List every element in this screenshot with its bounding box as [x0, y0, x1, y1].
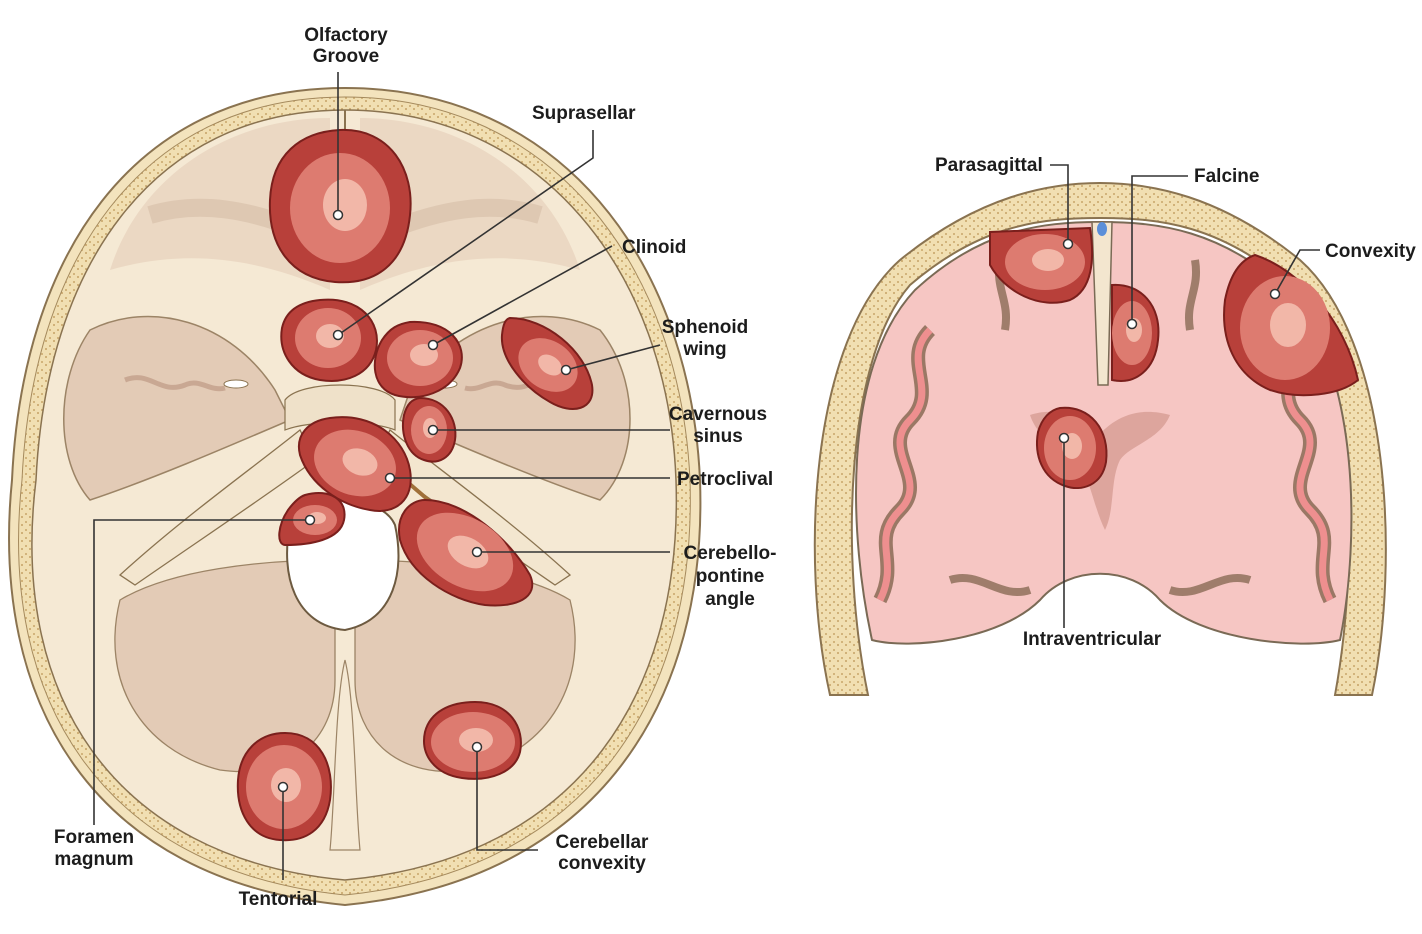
label-olfactory-groove-1: Olfactory [304, 25, 388, 46]
leader-lines-left [93, 72, 670, 880]
petrous-ridge-left [118, 428, 316, 586]
tumor-petroclival [297, 416, 412, 512]
label-cpa-2: pontine [696, 566, 765, 587]
label-tentorial: Tentorial [239, 889, 318, 910]
tumor-sphenoid-wing [500, 316, 594, 410]
leader-lines-right [1050, 164, 1320, 628]
tumor-olfactory-groove [268, 128, 412, 284]
label-convexity: Convexity [1325, 241, 1416, 262]
label-cavernous-2: sinus [693, 426, 743, 447]
label-cavernous-1: Cavernous [669, 404, 767, 425]
tumor-intraventricular [1036, 406, 1108, 490]
label-suprasellar: Suprasellar [532, 103, 636, 124]
label-cerebellar-2: convexity [558, 853, 646, 874]
label-olfactory-groove-2: Groove [313, 46, 380, 67]
label-intraventricular: Intraventricular [1023, 629, 1162, 650]
tumor-cerebellar-convexity [423, 700, 522, 780]
label-parasagittal: Parasagittal [935, 155, 1043, 176]
label-falcine: Falcine [1194, 166, 1259, 187]
falx [1091, 221, 1113, 386]
label-clinoid: Clinoid [622, 237, 686, 258]
superior-sagittal-sinus [1097, 222, 1107, 236]
leader-dots-right [1058, 238, 1281, 444]
label-cerebellar-1: Cerebellar [556, 832, 650, 853]
tumor-convexity [1223, 253, 1360, 397]
leader-dots-left [277, 209, 572, 793]
label-petroclival: Petroclival [677, 469, 773, 490]
label-cpa-1: Cerebello- [684, 543, 777, 564]
label-foramen-2: magnum [54, 849, 133, 870]
label-cpa-3: angle [705, 589, 755, 610]
tumor-cerebellopontine-angle [398, 498, 534, 607]
label-foramen-1: Foramen [54, 827, 134, 848]
coronal-skull [813, 181, 1387, 696]
tumor-suprasellar [280, 298, 378, 382]
label-sphenoid-1: Sphenoid [662, 317, 749, 338]
label-sphenoid-2: wing [682, 339, 726, 360]
middle-fossa-left [63, 315, 292, 501]
tumor-falcine [1111, 283, 1160, 382]
